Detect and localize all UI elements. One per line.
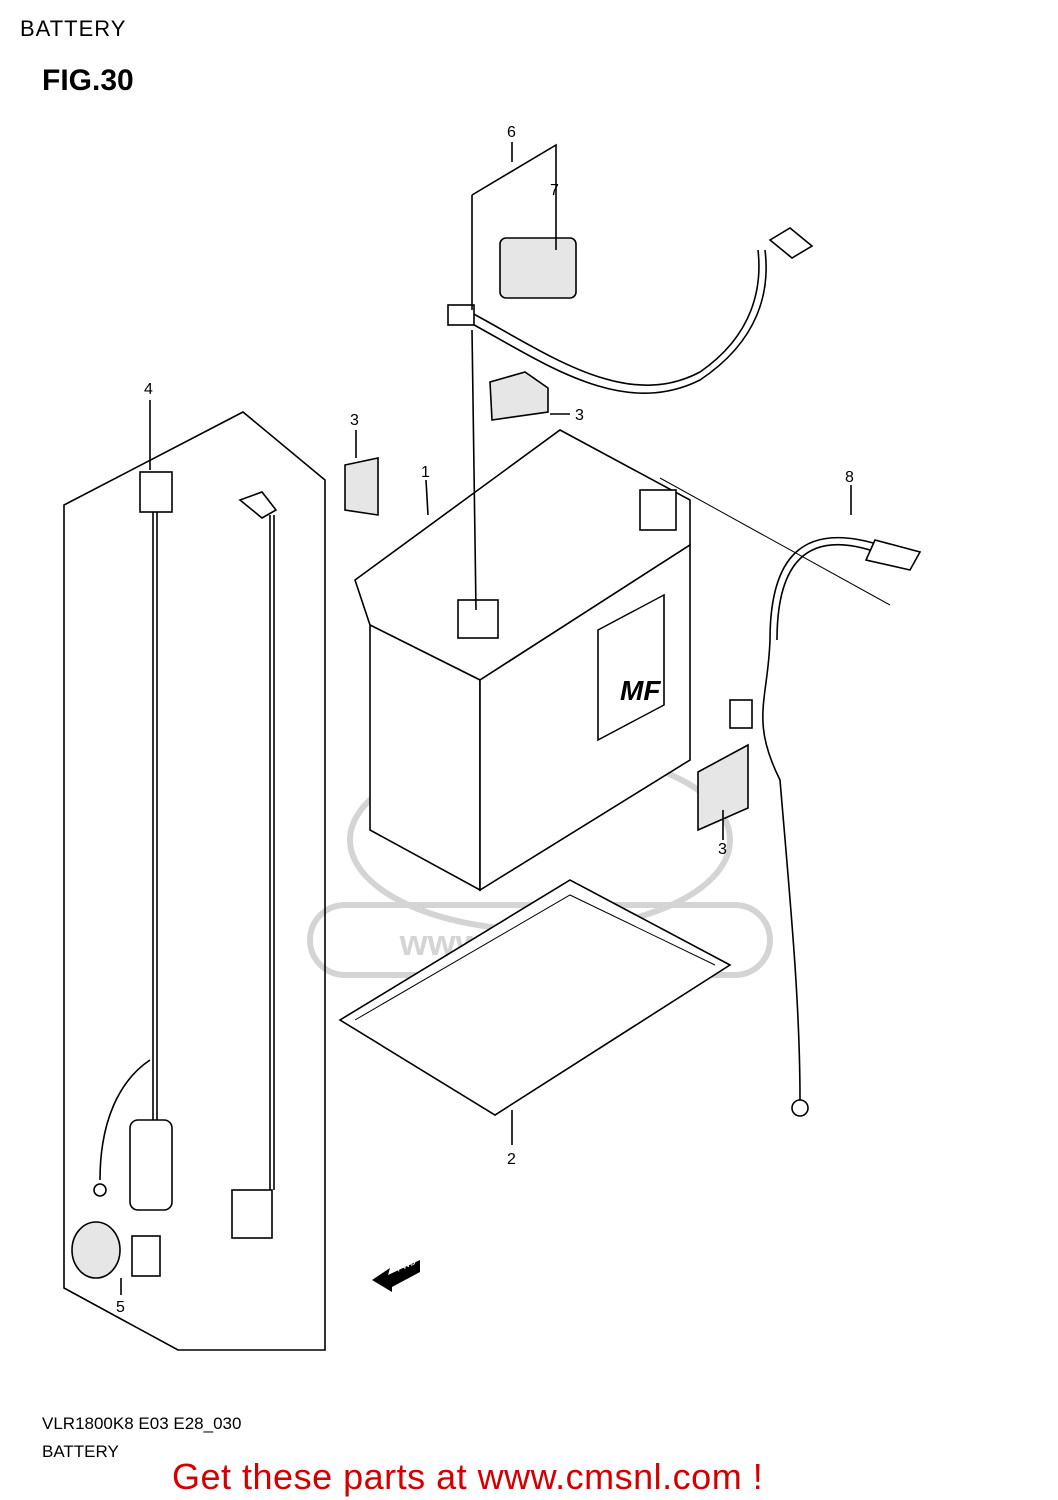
sensor-lead-panel [63, 411, 326, 1351]
sensor-connector [139, 471, 173, 513]
terminal-cover [499, 237, 577, 299]
callout-2: 2 [507, 1151, 516, 1168]
section-title: BATTERY [20, 16, 127, 41]
model-code: VLR1800K8 E03 E28_030 [42, 1414, 242, 1433]
battery: MF [354, 429, 691, 892]
ground-cable [659, 477, 922, 1117]
negative-terminal [457, 599, 499, 639]
callout-4: 4 [144, 381, 153, 398]
callout-3a: 3 [350, 412, 359, 429]
battery-tray [338, 879, 732, 1116]
callout-3c: 3 [718, 841, 727, 858]
battery-badge: MF [620, 675, 661, 706]
figure-label: FIG.30 [42, 64, 134, 97]
callout-6: 6 [507, 124, 516, 141]
pad-right [697, 743, 749, 832]
fwd-arrow-icon: FWD [372, 1256, 420, 1292]
pad-top [489, 371, 549, 421]
callout-3b: 3 [575, 407, 584, 424]
promo-link[interactable]: Get these parts at www.cmsnl.com ! [172, 1456, 764, 1497]
battery-cable [447, 227, 814, 394]
pad-left [344, 457, 379, 516]
section-name: BATTERY [42, 1442, 119, 1461]
callout-7: 7 [550, 182, 559, 199]
callout-1: 1 [421, 464, 430, 481]
callout-5: 5 [116, 1299, 125, 1316]
rubber-cap [71, 1221, 121, 1279]
callout-8: 8 [845, 469, 854, 486]
positive-terminal [639, 489, 677, 531]
